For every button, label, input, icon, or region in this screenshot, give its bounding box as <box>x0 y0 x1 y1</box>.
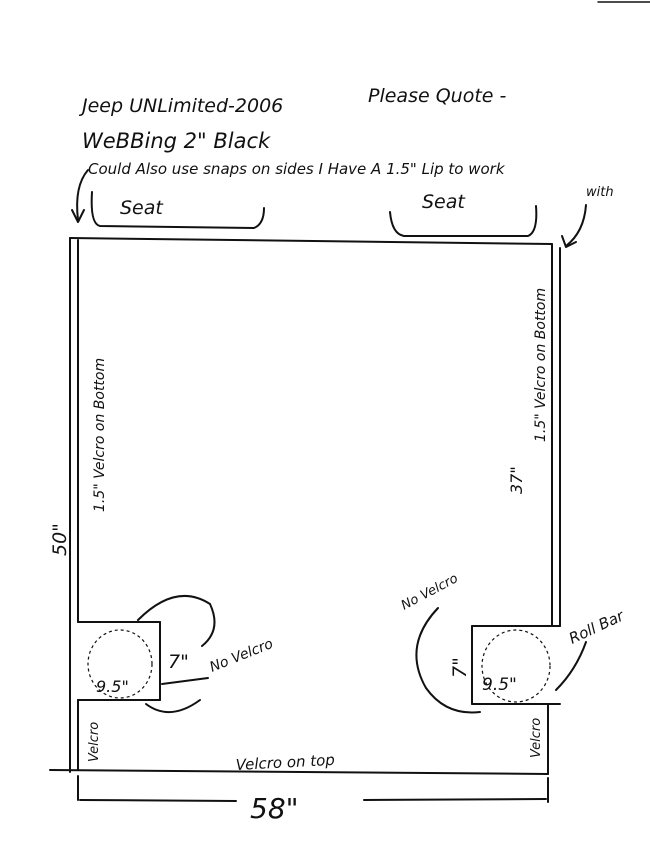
right-velcro-label: 1.5" Velcro on Bottom <box>533 288 549 442</box>
right-notch-height: 7" <box>449 657 471 678</box>
right-no-velcro: No Velcro <box>399 571 461 613</box>
right-seat-label: Seat <box>422 191 466 213</box>
bottom-left-velcro: Velcro <box>87 722 102 762</box>
left-no-velcro: No Velcro <box>208 636 276 676</box>
width-label: 58" <box>250 792 299 825</box>
header-line1: Jeep UNLimited-2006 <box>78 95 283 117</box>
left-notch <box>77 595 216 713</box>
left-notch-width: 9.5" <box>96 677 129 696</box>
left-note-arrow <box>76 169 89 221</box>
right-note-arrowhead <box>561 235 577 248</box>
inner-height-label: 37" <box>507 466 526 494</box>
header-line3-cont: with <box>586 185 614 200</box>
left-seat-bracket <box>90 191 265 229</box>
header-quote: Please Quote - <box>368 85 506 107</box>
left-seat-label: Seat <box>120 197 164 219</box>
right-notch-width: 9.5" <box>482 675 517 695</box>
roll-bar-label: Roll Bar <box>566 606 627 647</box>
outer-height-label: 50" <box>49 523 71 556</box>
left-note-arrowhead <box>71 209 85 223</box>
left-velcro-label: 1.5" Velcro on Bottom <box>92 358 108 512</box>
width-dimension <box>77 775 549 803</box>
header-line2: WeBBing 2" Black <box>82 129 271 153</box>
left-notch-height: 7" <box>168 651 189 673</box>
right-notch <box>415 607 587 714</box>
bottom-right-velcro: Velcro <box>529 718 544 758</box>
velcro-on-top-label: Velcro on top <box>235 751 335 774</box>
right-note-arrow <box>565 204 587 247</box>
panel-outline <box>49 237 561 775</box>
header-line3: Could Also use snaps on sides I Have A 1… <box>88 160 506 178</box>
right-seat-bracket <box>389 205 538 237</box>
